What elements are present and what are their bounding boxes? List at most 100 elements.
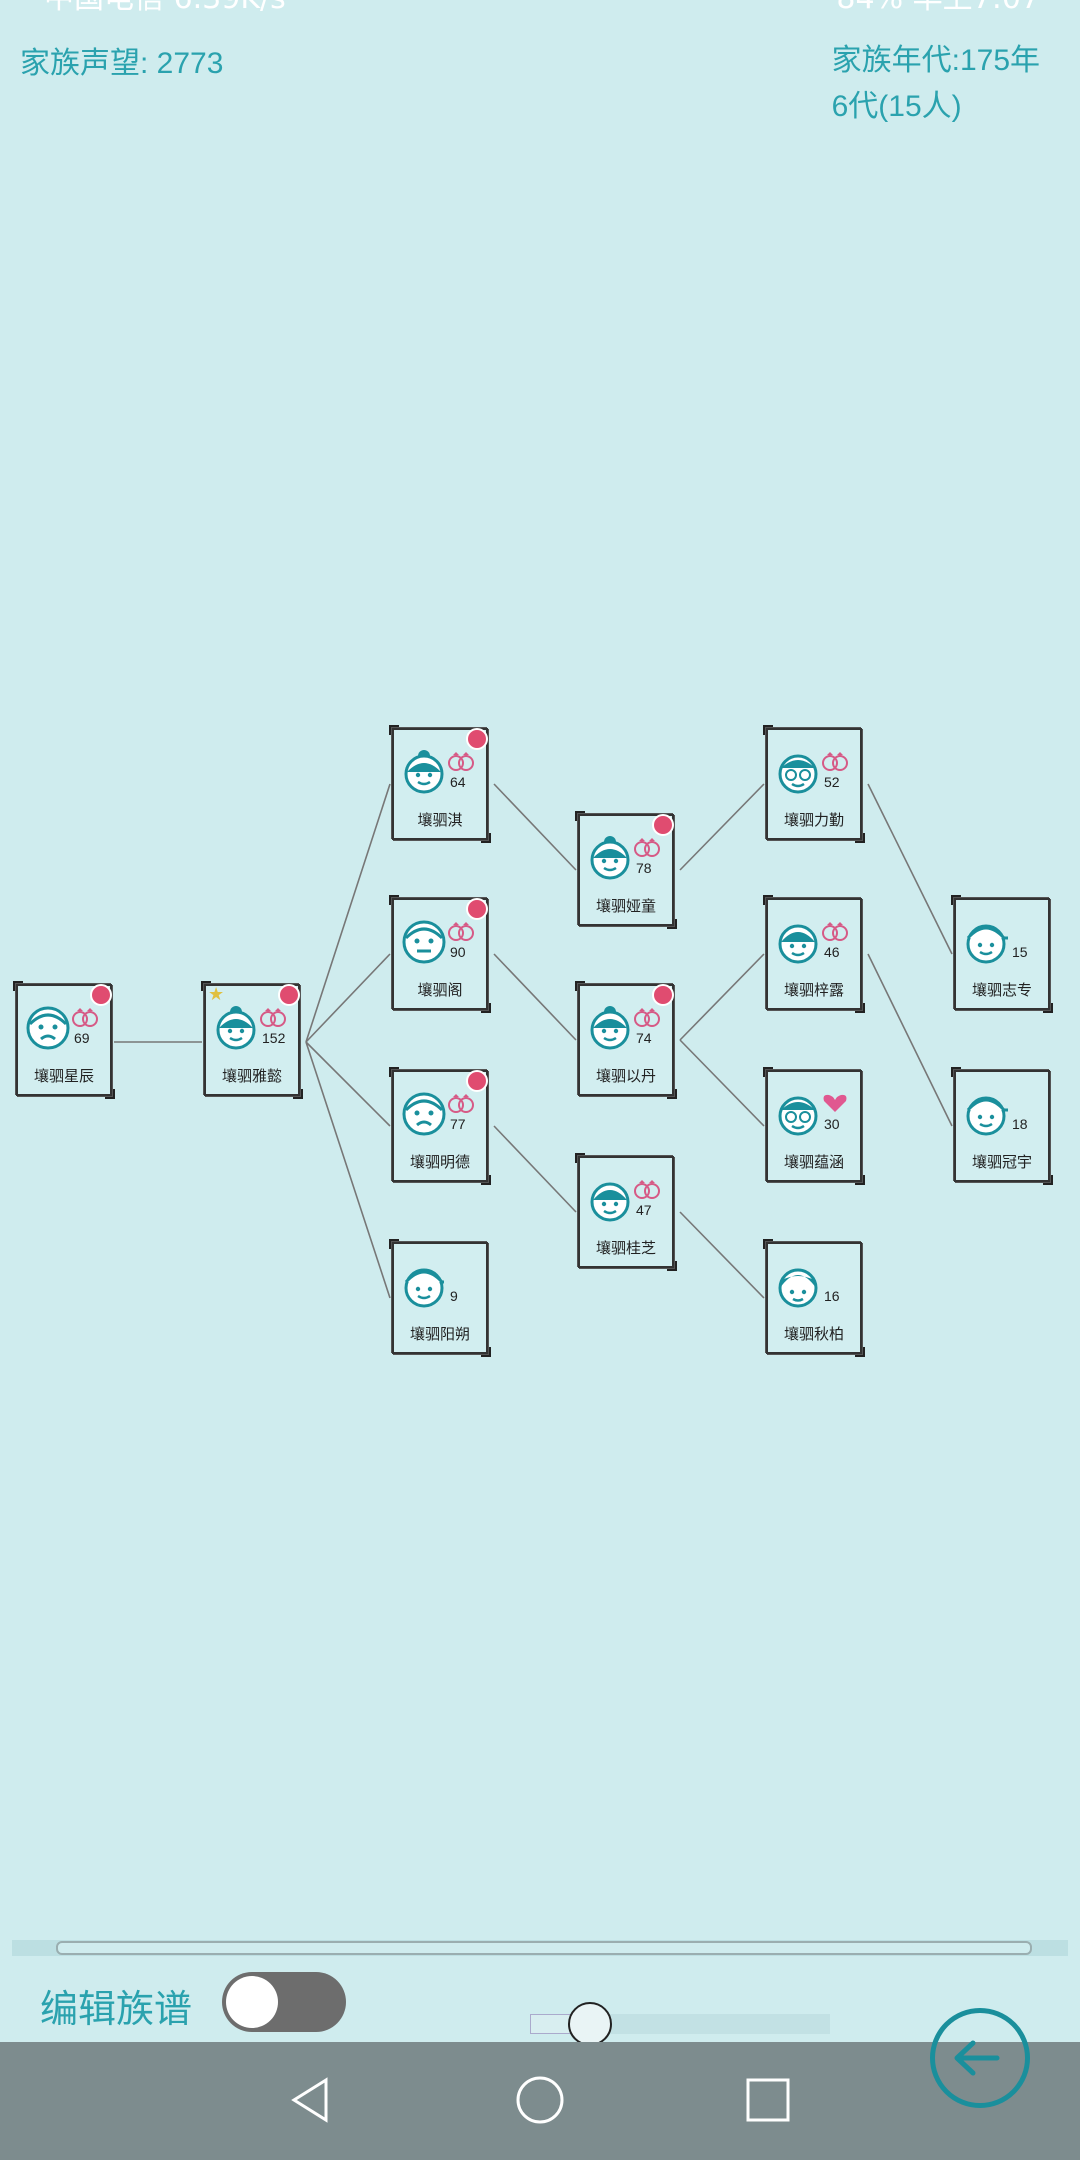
link-m8-m12 bbox=[679, 1039, 765, 1127]
link-m10-m14 bbox=[867, 783, 953, 955]
elder-man-icon bbox=[402, 1092, 446, 1136]
member-card-m14[interactable]: 15 壤驷志专 bbox=[951, 895, 1053, 1013]
member-card-m7[interactable]: 78 壤驷娅童 bbox=[575, 811, 677, 929]
heart-icon bbox=[823, 1094, 847, 1112]
member-name: 壤驷雅懿 bbox=[221, 1067, 282, 1085]
status-bar: 中国电信 6.39K/s 84% 早上7:07 bbox=[0, 0, 1080, 26]
member-card-m11[interactable]: 46 壤驷梓露 bbox=[763, 895, 865, 1013]
link-m11-m15 bbox=[867, 953, 953, 1127]
member-age: 46 bbox=[824, 944, 840, 960]
rings-icon bbox=[822, 922, 848, 941]
deceased-badge bbox=[90, 984, 112, 1006]
deceased-badge bbox=[466, 1070, 488, 1092]
link-m2-m5 bbox=[305, 1041, 391, 1127]
member-name: 壤驷梓露 bbox=[783, 981, 844, 999]
member-card-m5[interactable]: 77 壤驷明德 bbox=[389, 1067, 491, 1185]
deceased-badge bbox=[652, 814, 674, 836]
edit-family-tree-toggle[interactable] bbox=[222, 1972, 346, 2032]
elder-man-icon bbox=[402, 920, 446, 964]
girl-icon bbox=[778, 1268, 818, 1308]
member-card-m6[interactable]: 9 壤驷阳朔 bbox=[389, 1239, 491, 1357]
member-card-m9[interactable]: 47 壤驷桂芝 bbox=[575, 1153, 677, 1271]
member-age: 52 bbox=[824, 774, 840, 790]
member-card-m3[interactable]: 64 壤驷淇 bbox=[389, 725, 491, 843]
rings-icon bbox=[260, 1008, 286, 1027]
member-age: 15 bbox=[1012, 944, 1028, 960]
member-card-m15[interactable]: 18 壤驷冠宇 bbox=[951, 1067, 1053, 1185]
rings-icon bbox=[72, 1008, 98, 1027]
member-age: 16 bbox=[824, 1288, 840, 1304]
family-era-years: 家族年代:175年 bbox=[831, 44, 1040, 77]
horizontal-scrollbar-thumb[interactable] bbox=[56, 1941, 1032, 1955]
member-age: 152 bbox=[262, 1030, 286, 1046]
deceased-badge bbox=[652, 984, 674, 1006]
status-carrier: 中国电信 6.39K/s bbox=[44, 0, 286, 14]
woman-bun-icon bbox=[590, 836, 630, 880]
arrow-left-icon bbox=[954, 2040, 1000, 2076]
link-m2-m4 bbox=[305, 953, 391, 1043]
man-glasses-icon bbox=[778, 1096, 818, 1136]
member-name: 壤驷淇 bbox=[417, 811, 463, 829]
member-card-m1[interactable]: 69 壤驷星辰 bbox=[13, 981, 115, 1099]
member-name: 壤驷阳朔 bbox=[409, 1325, 470, 1343]
member-age: 9 bbox=[450, 1288, 458, 1304]
elder-woman-bun-icon bbox=[216, 1006, 256, 1050]
member-name: 壤驷蕴涵 bbox=[783, 1153, 844, 1171]
rings-icon bbox=[448, 1094, 474, 1113]
link-m2-m6 bbox=[305, 1041, 391, 1299]
rings-icon bbox=[448, 752, 474, 771]
rings-icon bbox=[634, 1008, 660, 1027]
woman-bun-icon bbox=[404, 750, 444, 794]
member-name: 壤驷桂芝 bbox=[595, 1239, 656, 1257]
boy-cap-icon bbox=[966, 1096, 1008, 1136]
member-name: 壤驷以丹 bbox=[595, 1067, 656, 1085]
deceased-badge bbox=[466, 728, 488, 750]
member-card-m13[interactable]: 16 壤驷秋柏 bbox=[763, 1239, 865, 1357]
family-era: 家族年代:175年 6代(15人) bbox=[832, 38, 1040, 130]
member-age: 47 bbox=[636, 1202, 652, 1218]
rings-icon bbox=[822, 752, 848, 771]
rings-icon bbox=[634, 838, 660, 857]
member-age: 90 bbox=[450, 944, 466, 960]
nav-back-icon[interactable] bbox=[282, 2070, 342, 2130]
member-card-m10[interactable]: 52 壤驷力勤 bbox=[763, 725, 865, 843]
elder-man-sad-icon bbox=[26, 1006, 70, 1050]
boy-cap-icon bbox=[404, 1268, 444, 1308]
nav-recents-icon[interactable] bbox=[738, 2070, 798, 2130]
member-name: 壤驷明德 bbox=[409, 1153, 470, 1171]
woman-bun-icon bbox=[590, 1006, 630, 1050]
edit-family-tree-label: 编辑族谱 bbox=[40, 1987, 193, 2031]
family-reputation: 家族声望: 2773 bbox=[20, 47, 224, 80]
member-card-m4[interactable]: 90 壤驷阁 bbox=[389, 895, 491, 1013]
link-m7-m10 bbox=[679, 783, 765, 871]
link-m9-m13 bbox=[679, 1211, 765, 1299]
member-age: 69 bbox=[74, 1030, 90, 1046]
member-age: 30 bbox=[824, 1116, 840, 1132]
member-name: 壤驷冠宇 bbox=[971, 1153, 1032, 1171]
link-m8-m11 bbox=[679, 953, 765, 1041]
member-name: 壤驷志专 bbox=[971, 981, 1032, 999]
member-name: 壤驷星辰 bbox=[33, 1067, 94, 1085]
member-card-m12[interactable]: 30 壤驷蕴涵 bbox=[763, 1067, 865, 1185]
man-glasses-icon bbox=[778, 754, 818, 794]
member-name: 壤驷力勤 bbox=[783, 811, 844, 829]
deceased-badge bbox=[466, 898, 488, 920]
zoom-slider-handle[interactable] bbox=[568, 2002, 612, 2046]
woman-icon bbox=[778, 924, 818, 964]
woman-icon bbox=[590, 1182, 630, 1222]
star-icon: ★ bbox=[208, 984, 225, 1005]
member-age: 18 bbox=[1012, 1116, 1028, 1132]
member-age: 77 bbox=[450, 1116, 466, 1132]
member-age: 78 bbox=[636, 860, 652, 876]
nav-home-icon[interactable] bbox=[510, 2070, 570, 2130]
member-name: 壤驷秋柏 bbox=[783, 1325, 844, 1343]
member-card-m8[interactable]: 74 壤驷以丹 bbox=[575, 981, 677, 1099]
member-name: 壤驷娅童 bbox=[595, 897, 656, 915]
status-right: 84% 早上7:07 bbox=[836, 0, 1040, 14]
deceased-badge bbox=[278, 984, 300, 1006]
member-card-m2[interactable]: ★ 152 壤驷雅懿 bbox=[201, 981, 303, 1099]
family-generations: 6代(15人) bbox=[831, 90, 962, 123]
back-arrow-button[interactable] bbox=[930, 2008, 1030, 2108]
